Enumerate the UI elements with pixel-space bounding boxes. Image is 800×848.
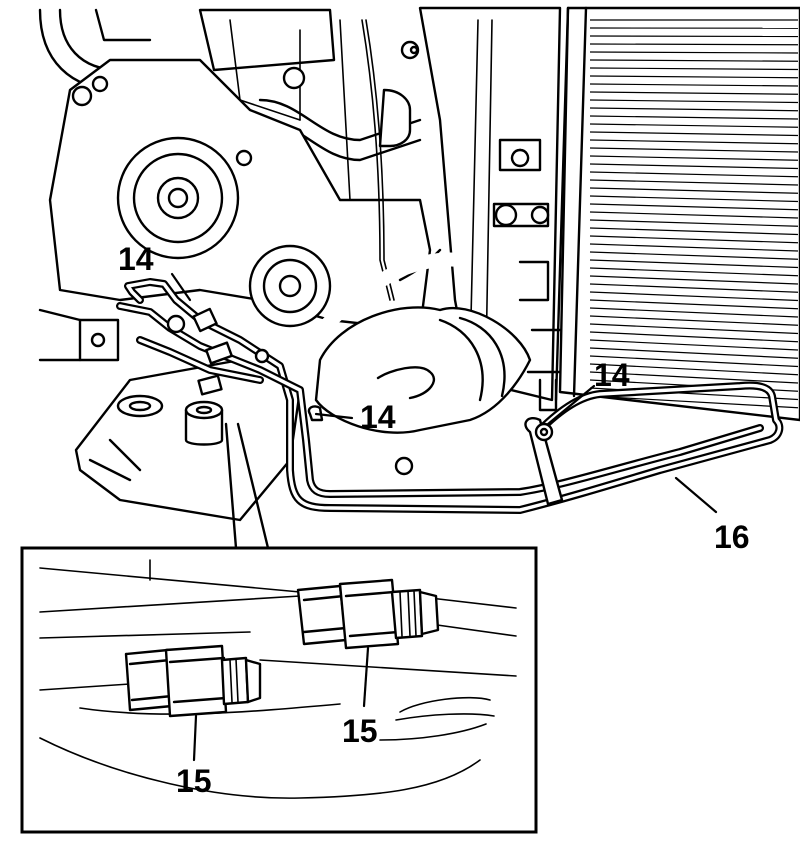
intake-hose: [314, 248, 532, 476]
inset-frame: [20, 546, 538, 834]
radiator-fin: [589, 259, 799, 269]
tensioner-pulley: [248, 244, 332, 328]
radiator-fin: [589, 35, 799, 38]
radiator-fin: [589, 171, 799, 178]
pump-mounting: [74, 358, 302, 522]
radiator-core: [554, 6, 800, 422]
radiator-fin: [589, 203, 799, 211]
callout-14-center: 14: [360, 399, 396, 435]
radiator-fin: [589, 339, 799, 351]
radiator-fin: [589, 107, 799, 112]
radiator-fin: [589, 243, 799, 252]
radiator-fin: [589, 91, 799, 95]
radiator-fin: [589, 123, 799, 128]
callout-15-right: 15: [342, 713, 378, 749]
radiator-fin: [589, 251, 799, 260]
radiator-fin: [589, 307, 799, 318]
radiator-fin: [589, 75, 799, 79]
radiator-fin: [589, 323, 799, 335]
radiator-fin: [589, 195, 799, 203]
radiator-fin: [589, 371, 799, 384]
radiator-fin: [589, 235, 799, 244]
radiator-fin: [589, 219, 799, 227]
radiator-fin: [589, 179, 799, 186]
radiator-fin: [589, 83, 799, 87]
engine-block: [38, 8, 432, 362]
radiator-fin: [589, 347, 799, 359]
radiator-fin: [589, 163, 799, 170]
union-nut-lower: [124, 644, 262, 718]
radiator-fin: [589, 147, 799, 153]
radiator-fin: [589, 59, 799, 62]
radiator-fin: [589, 99, 799, 104]
radiator-fin: [589, 283, 799, 293]
callout-14-left: 14: [118, 241, 154, 277]
radiator-fin: [589, 67, 799, 71]
radiator-fin: [589, 291, 799, 302]
radiator-fin: [589, 211, 799, 219]
radiator-fin: [589, 275, 799, 285]
radiator-fin: [589, 43, 799, 46]
steering-pipes: [116, 278, 784, 514]
union-nut-upper: [296, 578, 440, 650]
radiator-fin: [589, 331, 799, 343]
radiator-fin: [589, 363, 799, 376]
radiator-fin: [589, 155, 799, 161]
radiator-fin: [589, 187, 799, 194]
alternator-pulley: [116, 136, 240, 260]
leader-lines: [170, 272, 718, 514]
callout-14-right: 14: [594, 357, 630, 393]
radiator-fin: [589, 115, 799, 120]
pipe-clamp: [524, 417, 564, 506]
radiator-fin: [589, 315, 799, 326]
detail-wedge: [224, 422, 270, 550]
callout-16: 16: [714, 519, 750, 555]
radiator-fin: [589, 131, 799, 137]
callout-15-left: 15: [176, 763, 212, 799]
radiator-fin: [589, 51, 799, 54]
radiator-fin: [589, 355, 799, 368]
detail-inset: 15 15: [20, 546, 538, 834]
radiator-fin: [589, 267, 799, 277]
radiator-fin: [589, 299, 799, 310]
radiator-fin: [589, 395, 799, 409]
radiator-fin: [589, 227, 799, 236]
radiator-fin: [589, 139, 799, 145]
